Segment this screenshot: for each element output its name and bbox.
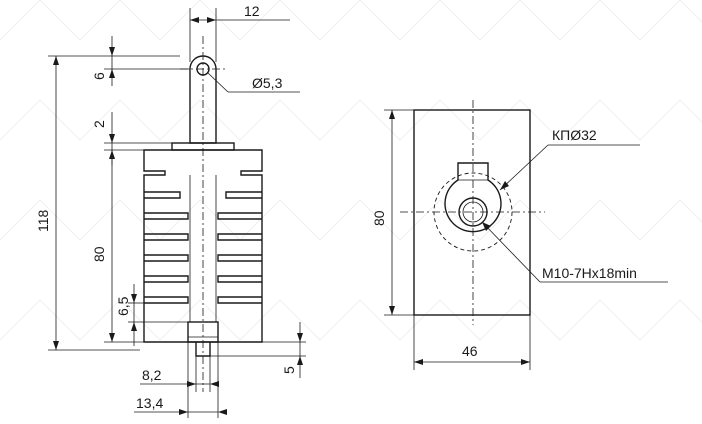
dim-slot-width: 8,2 bbox=[142, 367, 162, 383]
cutout-circle bbox=[433, 172, 513, 252]
threaded-hole-inner bbox=[462, 201, 484, 223]
base-slot bbox=[195, 342, 211, 357]
dim-tab-width: 12 bbox=[244, 3, 260, 19]
dim-plate-height: 80 bbox=[371, 210, 387, 226]
dim-fin-gap: 6,5 bbox=[115, 296, 131, 316]
left-view: 12 118 6 2 80 6,5 bbox=[35, 3, 306, 418]
left-fin-slots bbox=[144, 191, 189, 304]
plate-outline bbox=[413, 109, 531, 316]
right-view: 80 46 КПØ32 M10-7Hx18min bbox=[371, 100, 668, 370]
leader-hole bbox=[207, 72, 229, 93]
dim-plate-width: 46 bbox=[462, 343, 478, 359]
leader-thread bbox=[481, 221, 541, 283]
dim-overall-height: 118 bbox=[35, 209, 51, 232]
keyed-boss bbox=[444, 162, 502, 233]
dim-body-height: 80 bbox=[91, 246, 107, 262]
background-pattern bbox=[0, 0, 702, 341]
dim-hole-diameter: Ø5,3 bbox=[252, 75, 283, 91]
label-cutout: КПØ32 bbox=[552, 127, 597, 143]
dim-stem-height: 2 bbox=[91, 120, 107, 128]
dim-base-width: 13,4 bbox=[136, 395, 163, 411]
leader-cutout bbox=[499, 144, 549, 191]
label-thread: M10-7Hx18min bbox=[542, 265, 637, 281]
dim-bottom-offset: 5 bbox=[281, 366, 297, 374]
dim-tab-height: 6 bbox=[91, 72, 107, 80]
threaded-hole-outer bbox=[458, 197, 488, 227]
base-block bbox=[187, 321, 219, 343]
right-fin-slots bbox=[217, 191, 262, 304]
